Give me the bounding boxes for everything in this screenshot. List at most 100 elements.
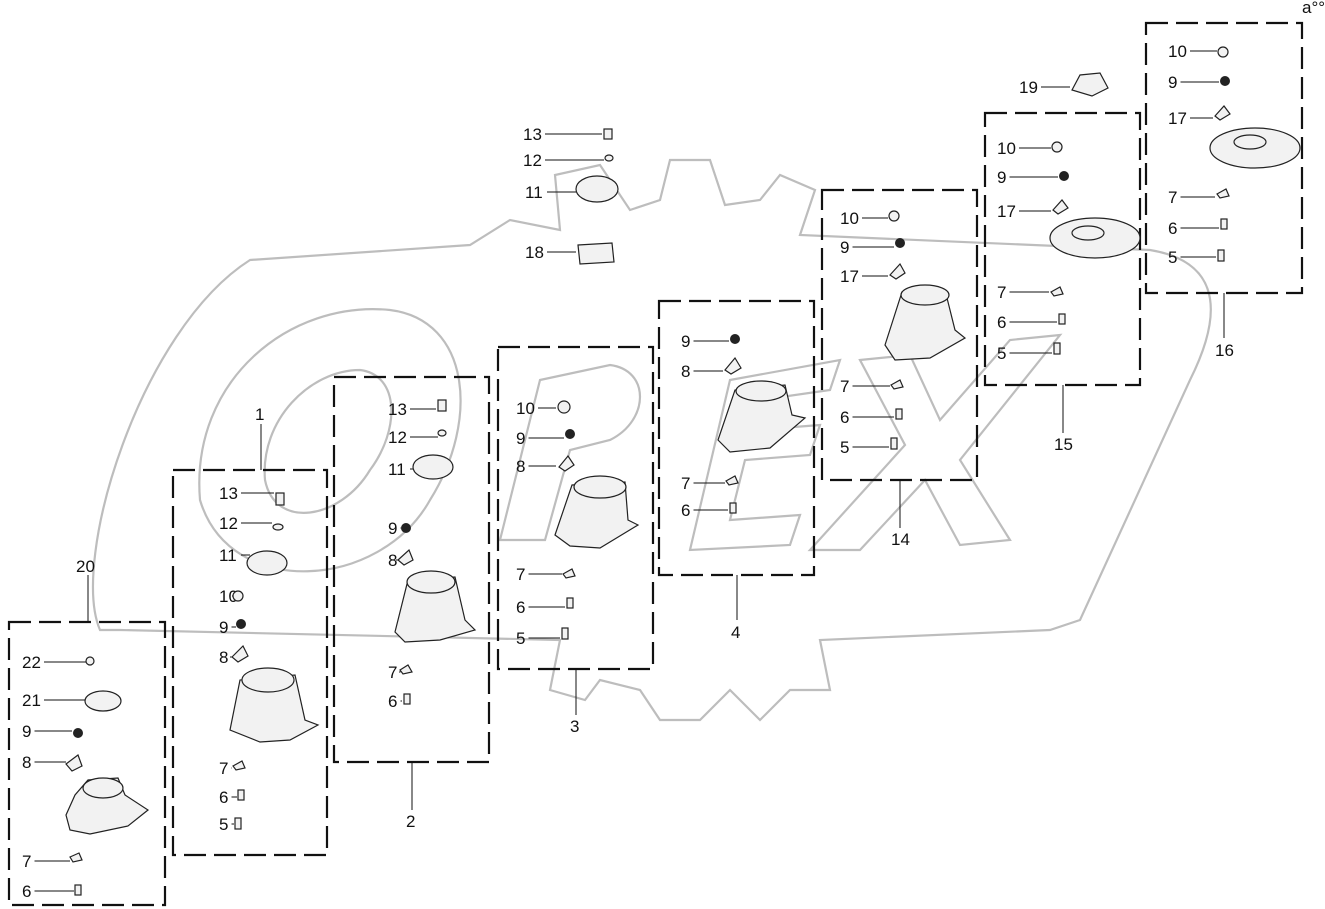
- cover-11-icon: [412, 454, 454, 480]
- assembly-box-1: [171, 468, 329, 857]
- callout-3-6: 6: [516, 598, 525, 617]
- nut-9-icon: [895, 238, 905, 248]
- assembly-label-2: 2: [406, 812, 415, 831]
- assembly-label-20: 20: [76, 557, 95, 576]
- guard-18-icon: [577, 242, 615, 265]
- bolt-6-icon: [1058, 313, 1066, 325]
- callout-3-7: 7: [516, 565, 525, 584]
- callout-loose-12: 12: [523, 151, 542, 170]
- callout-16-5: 5: [1168, 248, 1177, 267]
- callout-15-9: 9: [997, 168, 1006, 187]
- callout-2-9: 9: [388, 519, 397, 538]
- callout-loose-18: 18: [525, 243, 544, 262]
- bolt-5-icon: [1217, 249, 1225, 262]
- callout-1-12: 12: [219, 514, 238, 533]
- callout-14-9: 9: [840, 238, 849, 257]
- plate-7-icon: [1050, 286, 1064, 297]
- housing-top-2-icon: [406, 570, 456, 594]
- callout-1-9: 9: [219, 618, 228, 637]
- bolt-6-icon: [237, 789, 245, 801]
- washer-8-icon: [231, 644, 249, 663]
- housing-top-4-icon: [735, 380, 787, 402]
- bolt-6-icon: [566, 597, 574, 609]
- callout-1-7: 7: [219, 759, 228, 778]
- callout-20-21: 21: [22, 691, 41, 710]
- callout-1-10: 10: [219, 587, 238, 606]
- callout-14-6: 6: [840, 408, 849, 427]
- assembly-label-14: 14: [891, 530, 910, 549]
- callout-1-13: 13: [219, 484, 238, 503]
- callout-20-6: 6: [22, 882, 31, 901]
- callout-2-11: 11: [388, 460, 406, 479]
- callout-14-17: 17: [840, 267, 859, 286]
- nut-9-icon: [236, 619, 246, 629]
- callout-2-6: 6: [388, 692, 397, 711]
- callout-14-7: 7: [840, 377, 849, 396]
- callout-15-17: 17: [997, 202, 1016, 221]
- bolt-5-icon: [234, 817, 242, 830]
- cover-plate-21-icon: [84, 690, 122, 712]
- assembly-label-1: 1: [255, 405, 264, 424]
- callout-16-10: 10: [1168, 42, 1187, 61]
- housing-top-14-icon: [900, 284, 950, 306]
- cover-11-icon: [246, 550, 288, 576]
- washer-8-icon: [558, 454, 575, 472]
- plate-7-icon: [562, 568, 576, 579]
- callout-3-9: 9: [516, 429, 525, 448]
- bolt-13-icon: [437, 399, 447, 412]
- bolt-22-icon: [85, 656, 95, 666]
- bolt-5-icon: [890, 437, 898, 450]
- callout-loose-11: 11: [525, 183, 543, 202]
- callout-loose-13: 13: [523, 125, 542, 144]
- callout-2-12: 12: [388, 428, 407, 447]
- assembly-label-16: 16: [1215, 341, 1234, 360]
- assembly-box-4: [657, 299, 816, 577]
- callout-2-13: 13: [388, 400, 407, 419]
- nut-9-icon: [1220, 76, 1230, 86]
- bolt-5-icon: [561, 627, 569, 640]
- assembly-box-15: [983, 111, 1142, 387]
- nut-10-icon: [1051, 141, 1063, 153]
- rotor-hub-16-icon: [1233, 134, 1267, 150]
- assembly-label-15: 15: [1054, 435, 1073, 454]
- callout-15-10: 10: [997, 139, 1016, 158]
- callout-3-5: 5: [516, 629, 525, 648]
- callout-14-10: 10: [840, 209, 859, 228]
- callout-20-9: 9: [22, 722, 31, 741]
- washer-8-icon: [397, 548, 414, 566]
- housing-top-1-icon: [241, 667, 295, 693]
- nut-9-icon: [1059, 171, 1069, 181]
- callout-2-7: 7: [388, 663, 397, 682]
- callout-14-5: 5: [840, 438, 849, 457]
- callout-20-8: 8: [22, 753, 31, 772]
- nut-9-icon: [565, 429, 575, 439]
- nut-10-icon: [1217, 46, 1229, 58]
- callout-15-7: 7: [997, 283, 1006, 302]
- callout-4-8: 8: [681, 362, 690, 381]
- assembly-box-20: [7, 620, 167, 907]
- washer-17-icon: [1214, 105, 1231, 121]
- cover-11-loose-icon: [575, 175, 619, 203]
- callout-1-5: 5: [219, 815, 228, 834]
- plate-7-icon: [399, 664, 413, 675]
- assembly-box-2: [332, 375, 491, 764]
- plate-7-icon: [1216, 188, 1230, 199]
- callout-1-8: 8: [219, 648, 228, 667]
- callout-loose-19: 19: [1019, 78, 1038, 97]
- nut-9-icon: [73, 728, 83, 738]
- plate-7-icon: [232, 760, 246, 771]
- nut-10-icon: [232, 590, 244, 602]
- bolt-6-icon: [403, 693, 411, 705]
- callout-16-6: 6: [1168, 219, 1177, 238]
- assembly-label-4: 4: [731, 623, 740, 642]
- nut-10-icon: [557, 400, 571, 414]
- callout-15-6: 6: [997, 313, 1006, 332]
- bolt-13-loose-icon: [603, 128, 613, 140]
- callout-20-7: 7: [22, 852, 31, 871]
- callout-2-8: 8: [388, 551, 397, 570]
- callout-4-7: 7: [681, 474, 690, 493]
- bolt-6-icon: [1220, 218, 1228, 230]
- callout-1-11: 11: [219, 546, 237, 565]
